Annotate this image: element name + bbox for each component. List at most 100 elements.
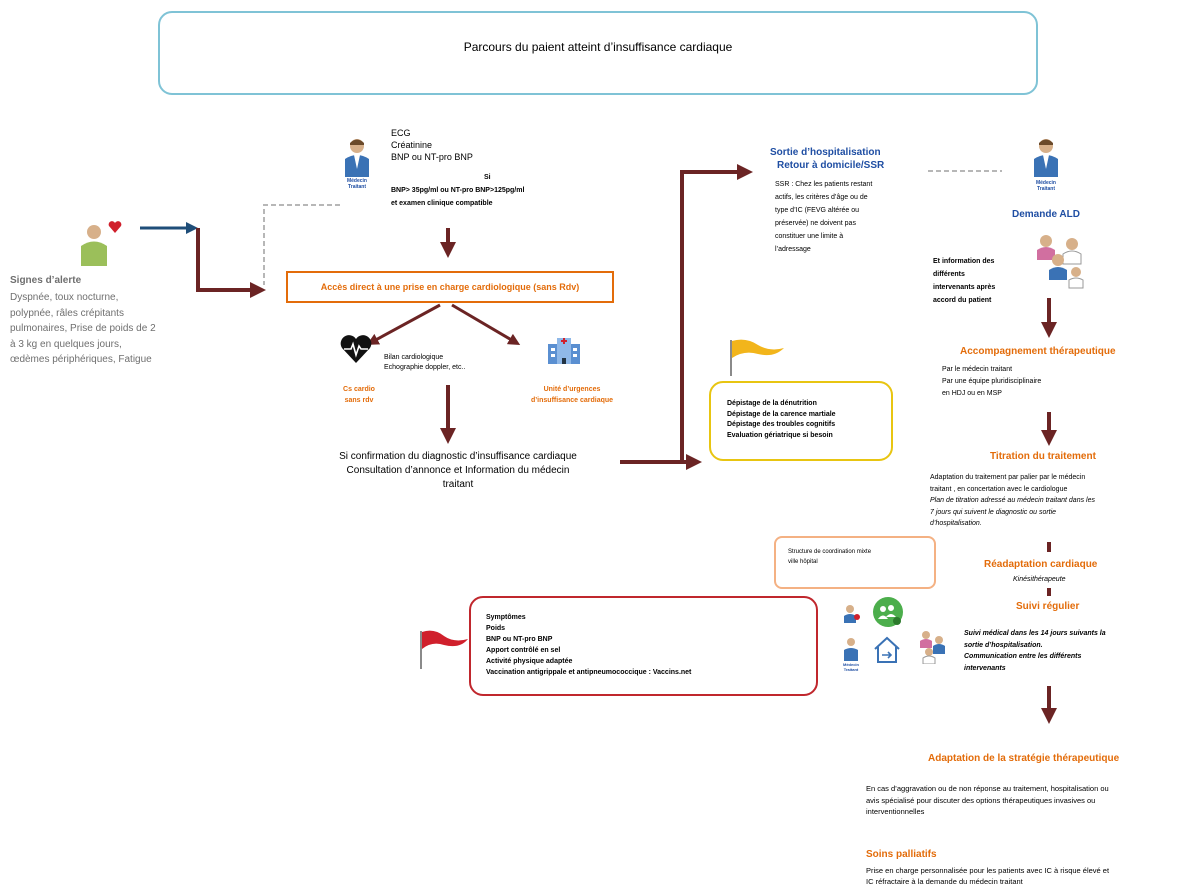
accompagnement-line: Par une équipe pluridisciplinaire [942, 378, 1042, 385]
test-item: Créatinine [391, 140, 433, 150]
patient-icon [76, 222, 112, 266]
group-chat-icon [873, 597, 903, 627]
structure-line: Structure de coordination mixte [788, 549, 872, 555]
access-box [286, 271, 614, 303]
confirmation-line: Consultation d’annonce et Information du… [346, 465, 570, 476]
titration-italic-line: d’hospitalisation. [930, 520, 982, 527]
heart-monitor-icon [340, 334, 372, 364]
doctor-label-line: Médecin [346, 178, 367, 184]
sortie-title-1: Sortie d’hospitalisation [770, 147, 881, 158]
alert-to-access-arrow [196, 228, 266, 298]
titration-text: Adaptation du traitement par palier par … [930, 472, 1095, 530]
symptome-item: Symptômes [486, 614, 526, 621]
diag-right-arrow [451, 303, 521, 346]
doctor-label-line: Traitant [843, 667, 859, 672]
doctor-label: Médecin Traitant [1028, 180, 1064, 192]
depistage-item: Dépistage des troubles cognitifs [727, 421, 836, 428]
symptome-item: Poids [486, 625, 506, 632]
sortie-line: constituer une limite à [775, 233, 844, 240]
alert-line: œdèmes périphériques, Fatigue [10, 354, 152, 365]
suivi-line: Communication entre les différents [964, 653, 1082, 660]
titration-italic-line: 7 jours qui suivent le diagnostic ou sor… [930, 508, 1057, 516]
sortie-text: SSR : Chez les patients restant actifs, … [775, 178, 872, 256]
titration-italic-line: Plan de titration adressé au médecin tra… [930, 497, 1095, 504]
suivi-line: sortie d’hospitalisation. [964, 641, 1043, 649]
symptome-item: BNP ou NT-pro BNP [486, 636, 553, 643]
home-icon [872, 636, 902, 664]
doctor-label: Médecin Traitant [838, 662, 864, 672]
structure-text: Structure de coordination mixte ville hô… [788, 547, 871, 567]
readaptation-title: Réadaptation cardiaque [984, 559, 1098, 570]
urgence-line: d’insuffisance cardiaque [530, 397, 614, 404]
symptome-item: Apport contrôlé en sel [486, 647, 561, 654]
depistage-list: Dépistage de la dénutrition Dépistage de… [727, 399, 836, 441]
doctor-dashed-line [263, 204, 340, 285]
doctor-label-line: Médecin [1035, 180, 1056, 186]
doctor-label: Médecin Traitant [339, 178, 375, 190]
alert-line: polypnée, râles crépitants [10, 307, 124, 319]
doctor-label-line: Traitant [1036, 186, 1056, 192]
sortie-line: l’adressage [775, 246, 811, 253]
page-title: Parcours du paient atteint d’insuffisanc… [463, 40, 733, 54]
bilan-text: Bilan cardiologique Echographie doppler,… [384, 353, 465, 373]
alert-heading: Signes d’alerte [10, 275, 82, 286]
access-label: Accès direct à une prise en charge cardi… [320, 282, 580, 292]
sortie-line: préservée) ne doivent pas [775, 220, 856, 227]
sortie-line: type d’IC (FEVG altérée ou [775, 207, 860, 214]
symptome-item: Activité physique adaptée [486, 658, 573, 665]
info-line: intervenants après [933, 284, 996, 291]
info-line: différents [933, 271, 965, 278]
adaptation-line: En cas d’aggravation ou de non réponse a… [866, 784, 1109, 793]
consult-icon [843, 603, 861, 623]
symptomes-list: Symptômes Poids BNP ou NT-pro BNP Apport… [486, 612, 691, 678]
adaptation-line: avis spécialisé pour discuter des option… [866, 795, 1096, 805]
titration-line: Adaptation du traitement par palier par … [930, 474, 1086, 481]
titration-line: traitant , en concertation avec le cardi… [930, 485, 1068, 493]
test-item: ECG [391, 128, 411, 138]
titration-title: Titration du traitement [990, 451, 1096, 462]
suivi-title: Suivi régulier [1016, 601, 1080, 612]
adaptation-line: interventionnelles [866, 807, 925, 816]
adaptation-text: En cas d’aggravation ou de non réponse a… [866, 783, 1109, 818]
symptomes-box [469, 596, 818, 696]
info-line: accord du patient [933, 297, 992, 304]
confirmation-line: Si confirmation du diagnostic d’insuffis… [339, 451, 577, 462]
doctor-icon [1032, 137, 1060, 177]
tests-list: ECG Créatinine BNP ou NT-pro BNP [391, 127, 473, 163]
depistage-item: Dépistage de la dénutrition [727, 400, 817, 407]
title-box [158, 11, 1038, 95]
accompagnement-text: Par le médecin traitant Par une équipe p… [942, 364, 1041, 400]
test-item: BNP ou NT-pro BNP [391, 152, 473, 162]
accompagnement-line: Par le médecin traitant [942, 366, 1013, 373]
suivi-line: Suivi médical dans les 14 jours suivants… [964, 630, 1106, 637]
adaptation-title: Adaptation de la stratégie thérapeutique [928, 753, 1120, 764]
yellow-flag-icon [728, 338, 784, 378]
heart-icon [108, 220, 122, 234]
confirmation-line: traitant [442, 479, 474, 490]
alert-line: Dyspnée, toux nocturne, [10, 292, 119, 303]
doctor-icon [343, 137, 371, 177]
doctor-label-line: Traitant [347, 184, 367, 190]
readaptation-sub: Kinésithérapeute [1013, 576, 1066, 583]
confirmation-text: Si confirmation du diagnostic d’insuffis… [296, 450, 620, 492]
palliatifs-line: IC réfractaire à la demande du médecin t… [866, 877, 1023, 886]
alert-lines: Dyspnée, toux nocturne, polypnée, râles … [10, 290, 156, 368]
urgence-label: Unité d’urgences d’insuffisance cardiaqu… [516, 384, 628, 406]
red-flag-icon [418, 629, 468, 671]
depistage-box [709, 381, 893, 461]
info-intervenants: Et information des différents intervenan… [933, 255, 995, 307]
tests-si: Si [484, 174, 491, 181]
structure-line: ville hôpital [788, 559, 818, 565]
sortie-line: actifs, les critères d’âge ou de [775, 194, 868, 201]
alert-line: à 3 kg en quelques jours, [10, 338, 122, 350]
cs-cardio-line: sans rdv [344, 397, 374, 404]
cs-cardio-label: Cs cardio sans rdv [336, 384, 382, 406]
team-icon [1034, 232, 1086, 290]
urgence-line: Unité d’urgences [543, 386, 601, 393]
palliatifs-title: Soins palliatifs [866, 849, 937, 860]
sortie-title-2: Retour à domicile/SSR [777, 160, 885, 171]
sortie-line: SSR : Chez les patients restant [775, 181, 873, 188]
doctor-label-line: Médecin [842, 662, 859, 667]
doctor-icon [843, 637, 859, 661]
